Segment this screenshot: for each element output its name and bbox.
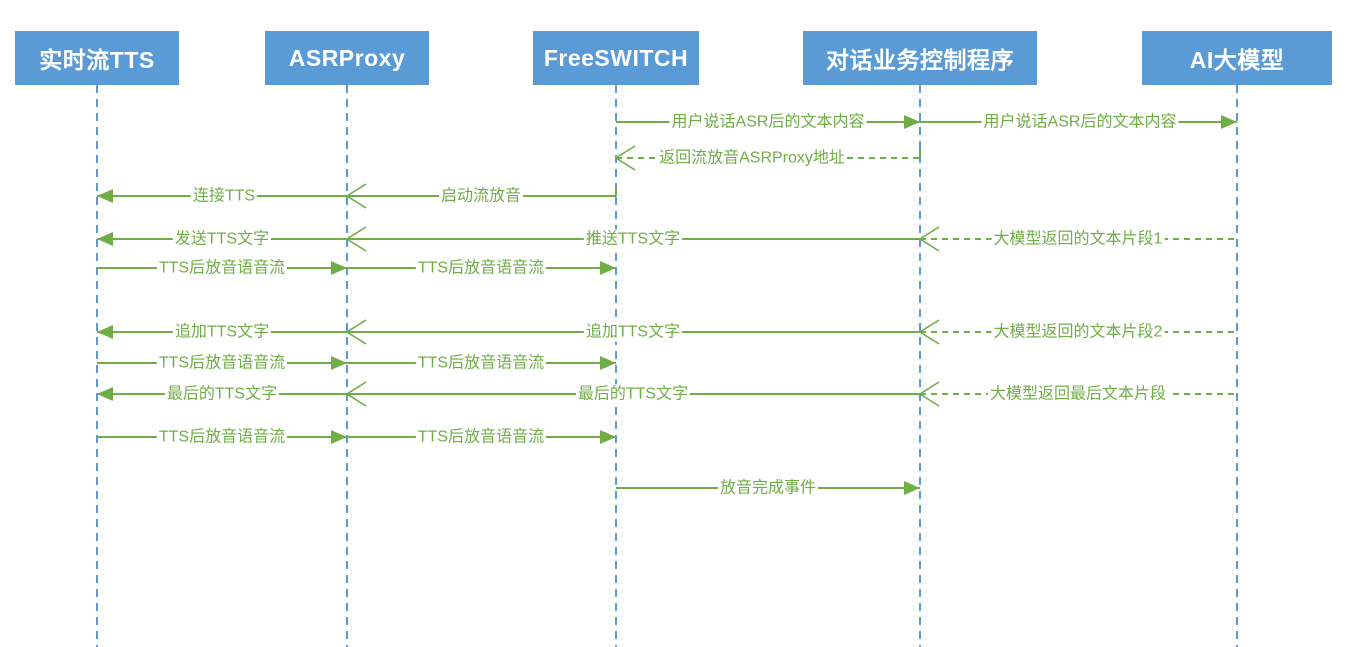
message-label: TTS后放音语音流: [156, 353, 288, 373]
filled-arrowhead-icon: [904, 115, 920, 129]
connector-stub: [615, 187, 617, 196]
lifeline: [615, 85, 617, 647]
message-label: 大模型返回的文本片段1: [991, 229, 1165, 249]
filled-arrowhead-icon: [97, 325, 113, 339]
open-arrowhead-icon: [345, 183, 367, 214]
message-label: TTS后放音语音流: [415, 353, 547, 373]
message-label: 追加TTS文字: [583, 322, 683, 342]
message-label: 追加TTS文字: [172, 322, 272, 342]
message-label: 放音完成事件: [717, 478, 819, 498]
open-arrowhead-icon: [918, 319, 940, 350]
open-arrowhead-icon: [614, 145, 636, 176]
actor-label: FreeSWITCH: [543, 44, 689, 71]
message-label: 发送TTS文字: [172, 229, 272, 249]
filled-arrowhead-icon: [600, 430, 616, 444]
message-label: 启动流放音: [438, 186, 524, 206]
open-arrowhead-icon: [918, 381, 940, 412]
actor-label: 实时流TTS: [39, 47, 155, 73]
filled-arrowhead-icon: [97, 189, 113, 203]
message-label: 返回流放音ASRProxy地址: [657, 148, 847, 168]
message-label: TTS后放音语音流: [156, 258, 288, 278]
actor-box: ASRProxy: [265, 31, 429, 85]
filled-arrowhead-icon: [904, 481, 920, 495]
filled-arrowhead-icon: [600, 261, 616, 275]
message-label: TTS后放音语音流: [415, 258, 547, 278]
filled-arrowhead-icon: [331, 261, 347, 275]
message-label: 连接TTS: [190, 186, 258, 206]
message-label: 用户说话ASR后的文本内容: [981, 112, 1179, 132]
filled-arrowhead-icon: [1221, 115, 1237, 129]
message-label: 最后的TTS文字: [575, 384, 691, 404]
message-label: 大模型返回的文本片段2: [991, 322, 1165, 342]
actor-label: AI大模型: [1189, 47, 1285, 73]
lifeline: [96, 85, 98, 647]
filled-arrowhead-icon: [97, 387, 113, 401]
actor-box: 对话业务控制程序: [803, 31, 1037, 85]
filled-arrowhead-icon: [97, 232, 113, 246]
lifeline: [919, 85, 921, 647]
actor-box: FreeSWITCH: [533, 31, 699, 85]
actor-box: AI大模型: [1142, 31, 1332, 85]
filled-arrowhead-icon: [331, 430, 347, 444]
open-arrowhead-icon: [918, 226, 940, 257]
message-label: 大模型返回最后文本片段: [987, 384, 1169, 404]
filled-arrowhead-icon: [600, 356, 616, 370]
connector-stub: [919, 149, 921, 158]
open-arrowhead-icon: [345, 381, 367, 412]
open-arrowhead-icon: [345, 319, 367, 350]
actor-box: 实时流TTS: [15, 31, 179, 85]
actor-label: 对话业务控制程序: [826, 47, 1014, 73]
lifeline: [346, 85, 348, 647]
open-arrowhead-icon: [345, 226, 367, 257]
filled-arrowhead-icon: [331, 356, 347, 370]
actor-label: ASRProxy: [288, 44, 406, 71]
lifeline: [1236, 85, 1238, 647]
message-label: TTS后放音语音流: [156, 427, 288, 447]
message-label: 用户说话ASR后的文本内容: [669, 112, 867, 132]
message-label: 推送TTS文字: [583, 229, 683, 249]
message-label: TTS后放音语音流: [415, 427, 547, 447]
message-label: 最后的TTS文字: [164, 384, 280, 404]
